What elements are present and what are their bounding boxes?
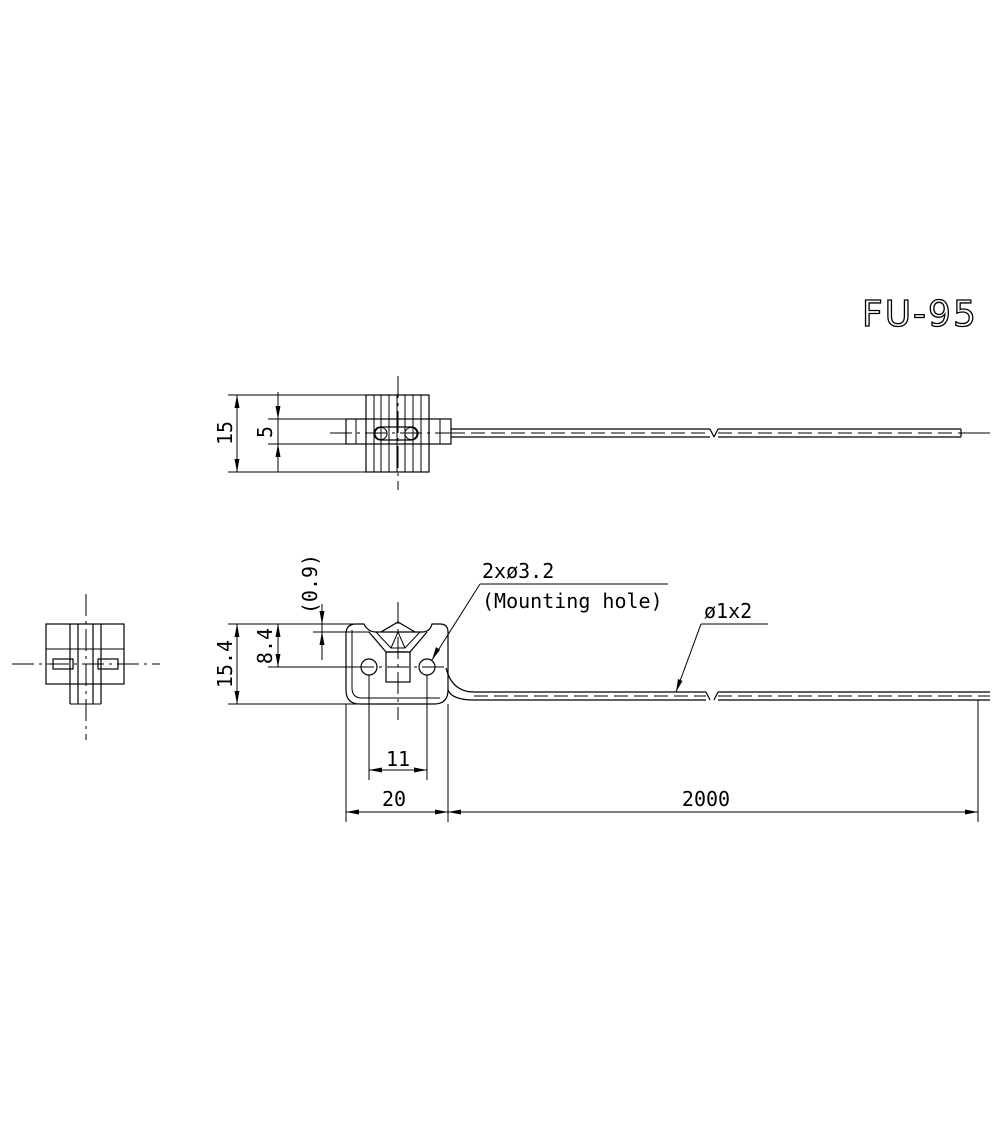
dim-top-slot: 5 — [253, 392, 346, 472]
dim-top-height-label: 15 — [213, 421, 237, 445]
note-holes-line1: 2xø3.2 — [482, 559, 554, 583]
dim-front-hole-height: 8.4 — [253, 623, 352, 668]
dim-front-hole-pitch-label: 11 — [386, 747, 410, 771]
leader-fiber: ø1x2 — [675, 599, 768, 693]
dim-front-length-label: 2000 — [682, 787, 730, 811]
note-holes-line2: (Mounting hole) — [482, 589, 663, 613]
dim-front-width: 20 — [345, 704, 449, 822]
dim-front-height-label: 15.4 — [213, 640, 237, 688]
side-view — [12, 594, 160, 740]
front-view: (0.9) 8.4 15.4 11 — [213, 554, 990, 822]
side-body-outline — [45, 623, 125, 685]
dim-front-height: 15.4 — [213, 623, 360, 705]
dim-front-offset: (0.9) — [298, 554, 370, 660]
dim-top-height: 15 — [213, 394, 366, 473]
model-title: FU-95 — [862, 294, 978, 335]
top-view: 15 5 — [213, 376, 990, 490]
dim-front-offset-label: (0.9) — [298, 554, 322, 614]
dim-front-hole-pitch: 11 — [368, 675, 428, 780]
dim-front-hole-height-label: 8.4 — [253, 628, 277, 664]
front-fiber-cable — [445, 667, 990, 701]
dim-front-length: 2000 — [448, 700, 979, 822]
top-fiber-cable — [451, 428, 990, 438]
top-body-fins — [373, 395, 422, 472]
dim-front-width-label: 20 — [382, 787, 406, 811]
leader-mounting-holes: 2xø3.2 (Mounting hole) — [431, 559, 668, 661]
dim-top-slot-label: 5 — [253, 426, 277, 438]
note-fiber: ø1x2 — [704, 599, 752, 623]
